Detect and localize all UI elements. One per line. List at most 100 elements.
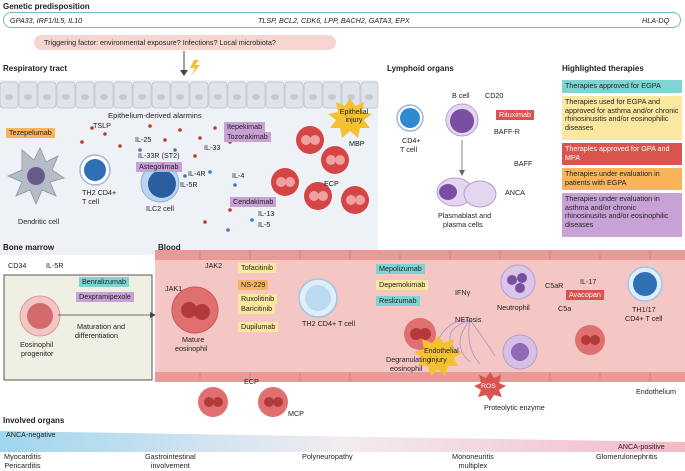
il4r-label: IL-4R [188,169,206,178]
drug-dexpramipexole: Dexpramipexole [76,292,134,303]
organ-gi-line2: involvement [150,460,190,470]
trigger-text: Triggering factor: environmental exposur… [44,38,276,47]
organ-glomerulonephritis: Glomerulonephritis [596,452,658,462]
drug-rituximab: Rituximab [496,110,534,121]
mature-label-1: Mature [182,335,205,344]
endo-injury-label-1: Endothelial [424,348,459,355]
legend-under-eval-egpa: Therapies under evaluation in patients w… [562,168,682,190]
netosis-label: NETosis [455,315,482,324]
neutrophil-cell [500,264,536,300]
ifn-label: IFNγ [455,288,471,297]
genetic-title: Genetic predisposition [3,2,90,11]
th2-resp-label: TH2 CD4+ [82,188,117,197]
blood-title: Blood [158,243,181,252]
drug-baricitinib: Baricitinib [238,304,276,315]
organ-cardiac-line2: Pericarditis [4,460,41,470]
c5a-label: C5a [558,304,572,313]
ros-label: ROS [481,383,496,390]
jak2-label: JAK2 [205,261,223,270]
legend-approved-egpa: Therapies approved for EGPA [562,80,682,93]
il33r-label: IL-33R (ST2) [138,151,180,160]
il13-label: IL-13 [258,209,275,218]
drug-ruxolitinib: Ruxolitinib [238,294,278,305]
endo-injury-label-2: injury [430,357,447,364]
progenitor-label-2: progenitor [21,349,54,358]
drug-mepolizumab: Mepolizumab [376,264,425,275]
il17-label: IL-17 [580,277,597,286]
il33-label: IL-33 [204,143,221,152]
ecp-blood-label: ECP [244,377,259,386]
mbp-label: MBP [349,139,365,148]
degran-label-2: eosinophil [390,364,423,373]
genes-left: GPA33, IRF1/IL5, IL10 [10,16,83,25]
genes-right: HLA-DQ [642,16,670,25]
th2-cell-respiratory [79,154,111,186]
th17-label-1: TH1/17 [632,305,656,314]
c5ar-label: C5aR [545,281,564,290]
eosinophil-blood [575,325,605,355]
ilc2-label: ILC2 cell [146,204,174,213]
drug-tofacitinib: Tofacitinib [238,263,276,274]
proteolytic-cell [502,334,538,370]
il5r-label: IL-5R [180,180,198,189]
bone-il5r-label: IL-5R [46,261,64,270]
th2-cell-blood [298,278,338,318]
organ-gastrointestinal: Gastrointestinal involvement [145,452,196,471]
drug-tozorakimab: Tozorakimab [224,132,271,143]
respiratory-title: Respiratory tract [3,64,68,73]
drug-benralizumab: Benralizumab [79,277,129,288]
mature-eosinophil [171,286,219,334]
drug-cendakimab: Cendakimab [230,197,277,208]
drug-itepekimab: Itepekimab [224,122,266,133]
proteolytic-label: Proteolytic enzyme [484,403,545,412]
drug-astegolimab: Astegolimab [136,162,182,173]
genetic-box [3,12,681,28]
endothelium-label: Endothelium [636,387,676,396]
legend-title: Highlighted therapies [562,64,644,73]
maturation-label-2: differentiation [75,331,119,340]
anca-negative-label: ANCA-negative [6,430,56,439]
jak1-label: JAK1 [165,284,183,293]
anca-gradient-bar [0,431,685,452]
lymphoid-cells [396,103,497,208]
drug-dupilumab: Dupilumab [238,322,279,333]
il5-label: IL-5 [258,220,271,229]
cd34-label: CD34 [8,261,27,270]
organ-cardiac: Myocarditis Pericarditis [4,452,41,471]
ros-burst [474,372,506,401]
organ-gi-line1: Gastrointestinal [145,452,196,461]
organ-mononeuritis-line1: Mononeuritis [452,452,494,461]
ilc2-cell [140,163,180,203]
baffr-label: BAFF-R [494,127,520,136]
cd20-label: CD20 [485,91,504,100]
epithelium-cells [0,81,379,109]
anca-positive-label: ANCA-positive [618,442,665,451]
legend-under-eval-asthma: Therapies under evaluation in asthma and… [562,193,682,237]
organ-mononeuritis: Mononeuritis multiplex [452,452,494,471]
progenitor-label-1: Eosinophil [20,340,54,349]
mature-label-2: eosinophil [175,344,208,353]
mcp-label: MCP [288,409,304,418]
organ-polyneuropathy: Polyneuropathy [302,452,353,462]
plasma-label-1: Plasmablast and [438,211,492,220]
legend-used-egpa: Therapies used for EGPA and approved for… [562,96,682,140]
bone-title: Bone marrow [3,243,55,252]
endothelial-injury-burst [414,336,462,376]
trigger-arrow [180,70,188,76]
genes-middle: TLSP, BCL2, CDK6, LPP, BACH2, GATA3, EPX [258,16,410,25]
tslp-label: TSLP [93,121,111,130]
dendritic-label: Dendritic cell [18,217,60,226]
bcell-label: B cell [452,91,470,100]
neutrophil-label: Neutrophil [497,303,530,312]
organ-glomerulonephritis-line1: Glomerulonephritis [596,452,658,461]
th2-blood-label: TH2 CD4+ T cell [302,319,356,328]
drug-depemokimab: Depemokimab [376,280,429,291]
eosinophils-respiratory [271,126,369,214]
epithelial-injury-label: Epithelial injury [339,109,369,124]
organ-cardiac-line1: Myocarditis [4,452,41,461]
drug-tezepelumab: Tezepelumab [6,128,55,139]
organs-title: Involved organs [3,416,65,425]
legend-approved-gpa: Therapies approved for GPA and MPA [562,143,682,165]
drug-avacopan: Avacopan [566,290,604,301]
plasma-label-2: plasma cells [443,220,483,229]
